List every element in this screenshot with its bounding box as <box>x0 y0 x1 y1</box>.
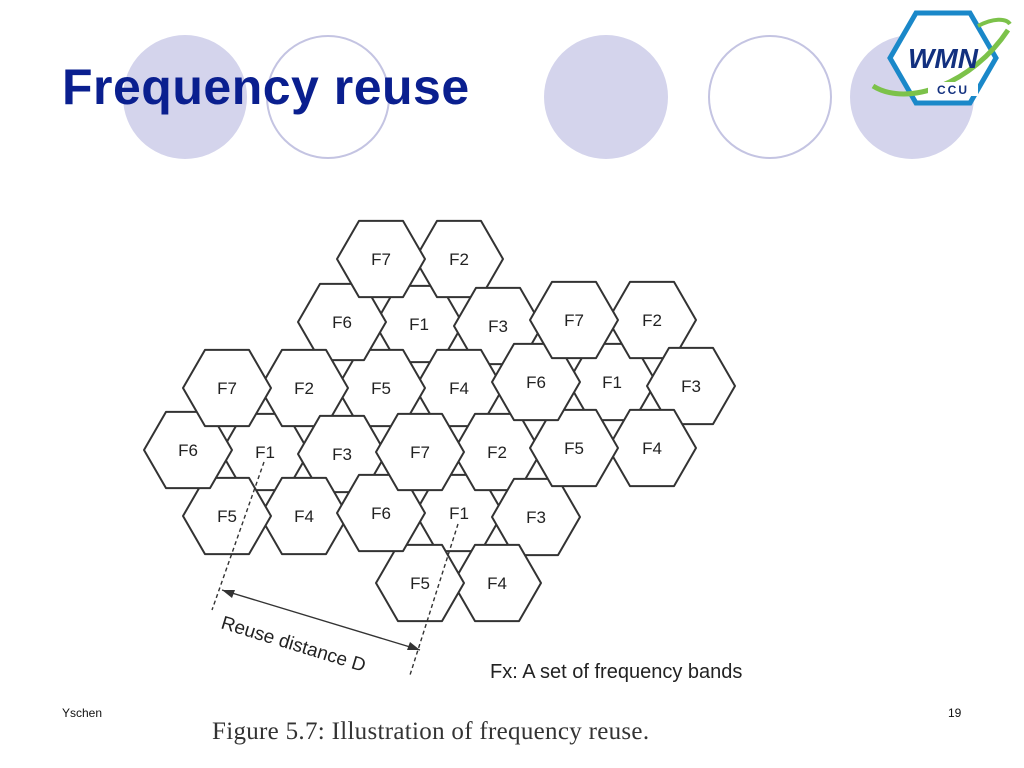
logo-band <box>928 82 978 96</box>
hex-cell <box>336 219 426 299</box>
logo-text: WMN <box>908 43 979 74</box>
hex-cell-label: F2 <box>642 311 662 330</box>
deco-circle-outline <box>708 35 832 159</box>
hex-cell-label: F7 <box>564 311 584 330</box>
hex-cell <box>375 412 465 492</box>
footer-author: Yschen <box>62 706 103 720</box>
hex-cell-label: F3 <box>488 317 508 336</box>
hex-cell-label: F5 <box>217 507 237 526</box>
frequency-reuse-diagram: F1F2F3F4F5F6F7F1F2F3F4F5F6F7F1F2F3F4F5F6… <box>143 219 742 683</box>
hex-cell <box>529 280 619 360</box>
arrowhead-left <box>222 590 235 598</box>
slide-title: Frequency reuse <box>62 59 470 115</box>
legend-text: Fx: A set of frequency bands <box>490 661 742 683</box>
hex-cell-label: F5 <box>410 574 430 593</box>
hex-cell-label: F3 <box>332 445 352 464</box>
hex-cell-label: F1 <box>409 315 429 334</box>
hexagon-cells: F1F2F3F4F5F6F7F1F2F3F4F5F6F7F1F2F3F4F5F6… <box>143 219 736 623</box>
hex-cell-label: F4 <box>642 439 662 458</box>
hex-cell-label: F6 <box>526 373 546 392</box>
hex-cell-label: F4 <box>449 379 469 398</box>
hex-cell-label: F7 <box>410 443 430 462</box>
hex-cell <box>452 543 542 623</box>
logo-swoosh-2 <box>977 17 1012 28</box>
hex-cell <box>259 348 349 428</box>
deco-circle-outline <box>266 35 390 159</box>
hex-cell-label: F4 <box>294 507 314 526</box>
hex-cell <box>414 219 504 299</box>
hex-cell-label: F6 <box>178 441 198 460</box>
hex-cell-label: F6 <box>332 313 352 332</box>
hex-cell-label: F7 <box>371 250 391 269</box>
reuse-dashed-line-left <box>211 461 265 611</box>
deco-circle-filled <box>544 35 668 159</box>
logo-hexagon <box>887 10 999 106</box>
hex-cell-label: F7 <box>217 379 237 398</box>
reuse-distance-arrow <box>221 589 421 651</box>
hex-cell-label: F1 <box>255 443 275 462</box>
page-number: 19 <box>948 706 962 720</box>
hex-cell <box>607 408 697 488</box>
reuse-distance-label: Reuse distance D <box>219 613 369 677</box>
hex-cell <box>182 348 272 428</box>
hex-cell-label: F4 <box>487 574 507 593</box>
wmn-logo: WMN CCU <box>871 10 1012 106</box>
hex-cell-label: F6 <box>371 504 391 523</box>
deco-circle-filled <box>123 35 247 159</box>
hex-cell-label: F2 <box>449 250 469 269</box>
hex-cell-label: F3 <box>681 377 701 396</box>
hex-cell-label: F2 <box>487 443 507 462</box>
figure-caption: Figure 5.7: Illustration of frequency re… <box>212 718 650 745</box>
hex-cell-label: F3 <box>526 508 546 527</box>
hex-cell <box>143 410 233 490</box>
hex-cell <box>607 280 697 360</box>
arrowhead-right <box>407 642 420 650</box>
hex-cell-label: F1 <box>602 373 622 392</box>
hex-cell-label: F2 <box>294 379 314 398</box>
hex-cell <box>491 342 581 422</box>
logo-subtext: CCU <box>937 83 969 97</box>
hex-cell-label: F1 <box>449 504 469 523</box>
hex-cell <box>336 473 426 553</box>
hex-cell-label: F5 <box>371 379 391 398</box>
reuse-dashed-line-right <box>409 523 459 676</box>
hex-cell-label: F5 <box>564 439 584 458</box>
